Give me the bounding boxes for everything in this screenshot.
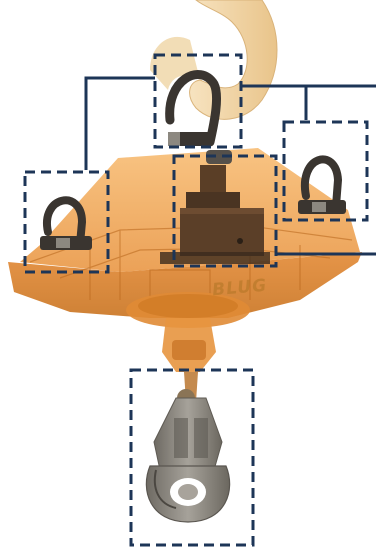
lower-hook-block: [146, 372, 229, 522]
right-shackle-icon: [298, 159, 346, 214]
